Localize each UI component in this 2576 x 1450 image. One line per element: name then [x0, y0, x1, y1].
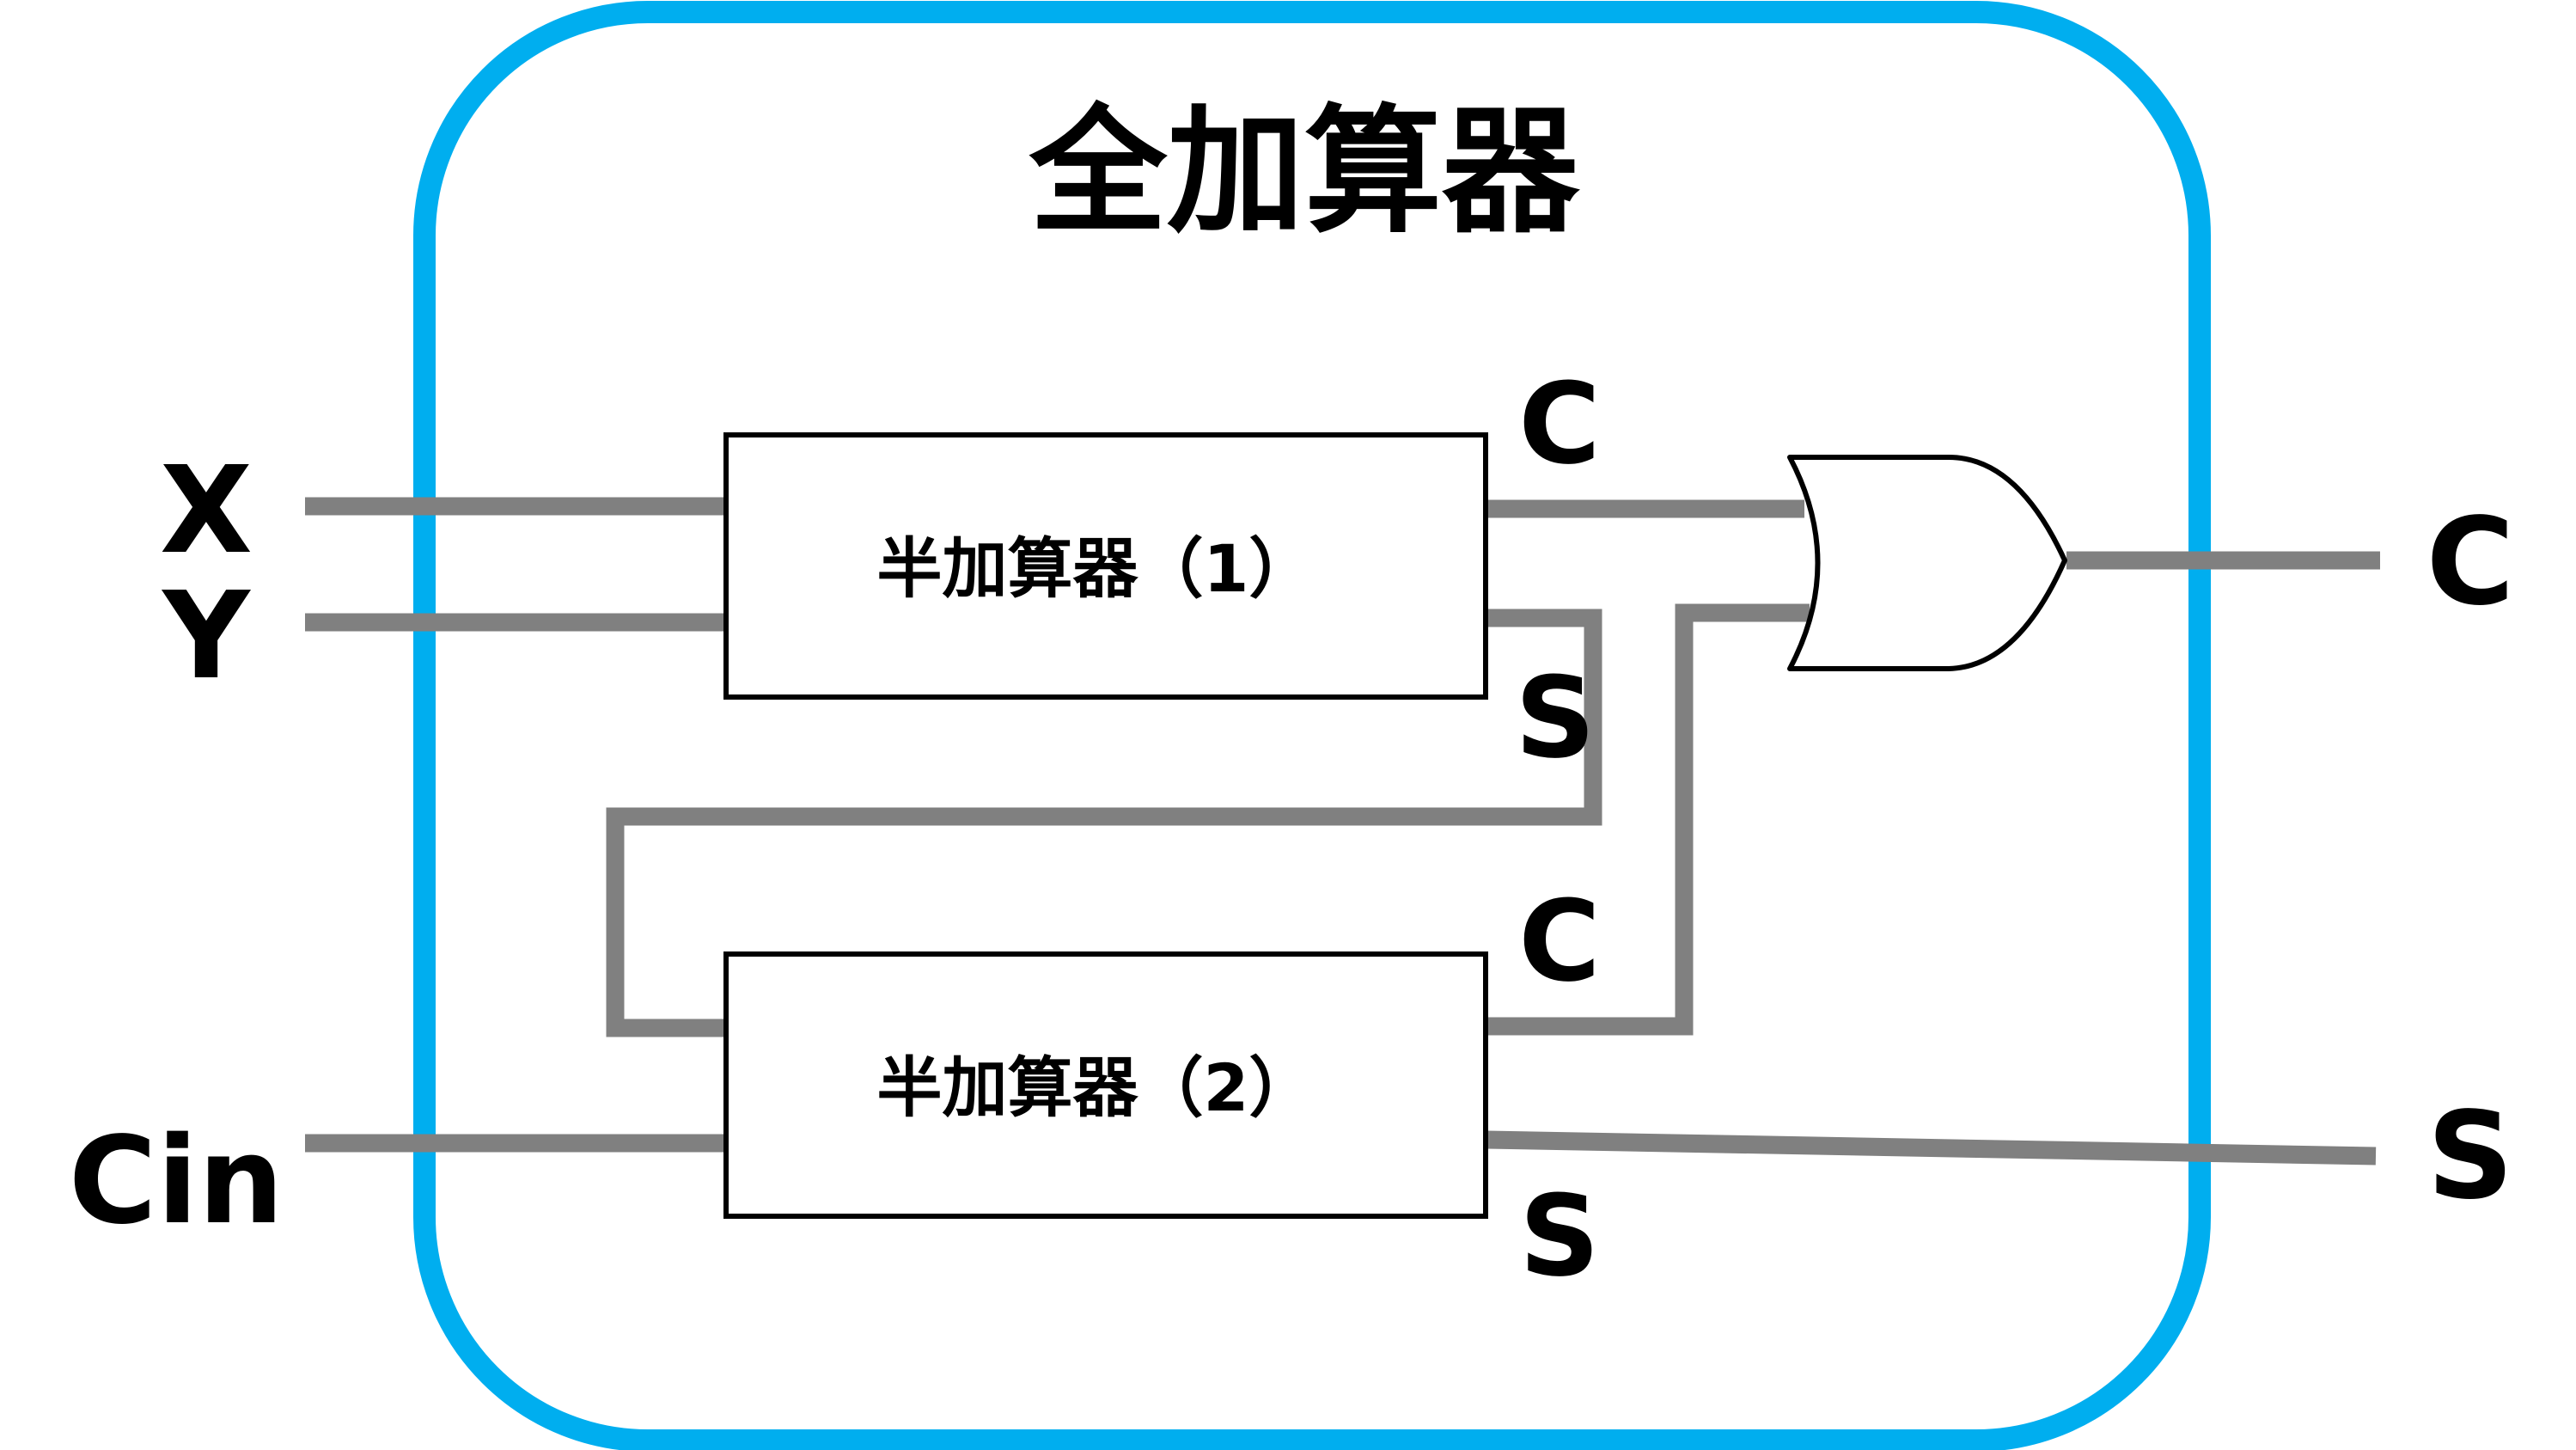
half-adder-2-block [723, 951, 1488, 1219]
half-adder-1-label: 半加算器（1） [877, 530, 1315, 607]
half-adder-1: 半加算器（1） [723, 432, 1488, 700]
wires [305, 497, 2380, 1166]
wire-ha2-carry-to-or [1486, 603, 1810, 1036]
half-adder-1-block [723, 432, 1488, 700]
input-y-label: Y [161, 566, 251, 707]
full-adder-frame [413, 1, 2211, 1450]
half-adder-1-sum-port-label: S [1515, 652, 1596, 783]
input-x-label: X [160, 441, 253, 581]
half-adder-2: 半加算器（2） [723, 951, 1488, 1219]
input-cin-label: Cin [69, 1111, 284, 1251]
half-adder-1-carry-port-label: C [1518, 358, 1600, 489]
output-sum-label: S [2427, 1086, 2514, 1227]
wire-ha2-sum-to-sum-out [1486, 1130, 2377, 1166]
wire-ha1-sum-to-ha2 [606, 609, 1602, 1037]
half-adder-2-carry-port-label: C [1518, 876, 1600, 1006]
or-gate [1787, 455, 2067, 671]
half-adder-2-label: 半加算器（2） [877, 1049, 1315, 1126]
diagram-title: 全加算器 [1029, 91, 1580, 252]
half-adder-2-sum-port-label: S [1519, 1171, 1600, 1301]
output-carry-label: C [2426, 493, 2515, 633]
